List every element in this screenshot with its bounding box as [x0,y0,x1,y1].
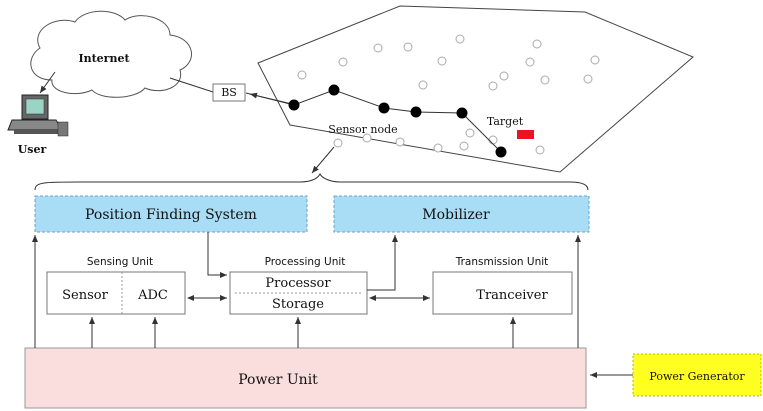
processor-label: Processor [265,276,331,291]
architecture-brace [34,172,589,191]
power-generator-label: Power Generator [649,370,745,383]
routing-nodes [288,84,507,158]
internet-cloud: Internet [30,10,192,98]
routing-node [288,99,300,111]
target-marker [517,130,534,139]
sensor-node [433,143,443,153]
sensor-node [455,34,465,44]
mobilizer-label: Mobilizer [422,207,490,223]
routing-node [410,106,422,118]
power-distribution-arrows [32,235,581,348]
sensor-node [532,39,542,49]
sensor-node [540,75,550,85]
cloud-bs-link [169,77,214,93]
sensor-node-label: Sensor node [328,123,397,136]
sensor-node [395,137,405,147]
power-unit-label: Power Unit [238,372,318,388]
path-to-bs-arrow [249,92,293,105]
position-to-processing-arrow [207,232,227,278]
sensor-node [403,42,413,52]
sensor-nodes [297,34,600,155]
routing-node [328,84,340,96]
transceiver-label: Tranceiver [476,288,548,303]
sensor-node [590,55,600,65]
processing-unit-title: Processing Unit [265,256,346,268]
user-computer-icon [7,94,69,137]
position-finding-label: Position Finding System [85,207,257,223]
sensor-node [465,128,475,138]
power-unit-box [24,347,587,409]
routing-node [378,102,390,114]
power-generator-box [632,353,762,397]
sensor-node [488,135,498,145]
processing-to-mobilizer-arrow [367,235,398,291]
sensor-node [373,43,383,53]
sensor-node [333,138,343,148]
sensor-node [418,80,428,90]
sensor-node [525,57,535,67]
sensor-node-zoom-arrow [311,146,335,174]
bs-box [212,83,246,102]
routing-node [495,146,507,158]
transmission-unit-box [432,271,573,315]
position-finding-box [34,195,308,233]
sensing-unit-box [46,271,186,315]
sensing-unit-title: Sensing Unit [87,256,153,268]
sensor-node [297,70,307,80]
transmission-unit-title: Transmission Unit [455,256,549,268]
mobilizer-box [333,195,590,233]
sensor-label: Sensor [62,288,108,303]
sensor-node [499,71,509,81]
sensor-node [583,74,593,84]
sensor-node [338,57,348,67]
sensor-node [437,56,447,66]
internet-label: Internet [78,52,130,65]
sensor-field [257,5,694,173]
storage-label: Storage [272,297,324,312]
internet-to-user-arrow [39,71,56,94]
sensor-node [535,145,545,155]
bs-label: BS [221,86,237,99]
routing-node [456,107,468,119]
user-label: User [18,143,47,156]
sensor-node [488,81,498,91]
sensor-node [459,141,469,151]
sensor-node [362,133,372,143]
target-label: Target [487,115,524,128]
adc-label: ADC [137,288,168,303]
